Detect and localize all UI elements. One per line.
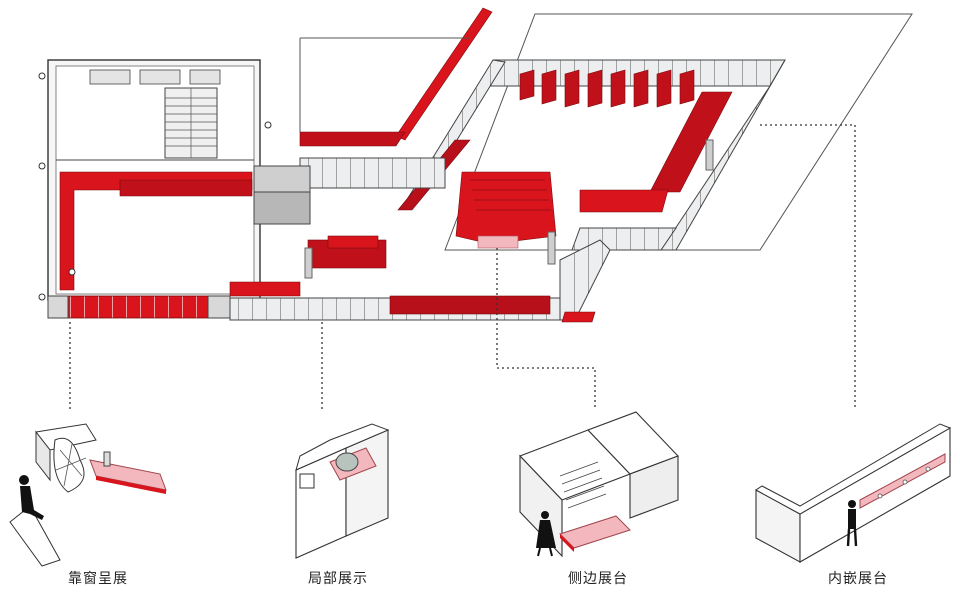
caption-side-display: 侧边展台 (568, 571, 628, 587)
red-window-facade (67, 295, 209, 319)
diagonal-red-strip (299, 7, 493, 147)
red-bottom-strip (229, 281, 301, 297)
caption-embedded-display: 内嵌展台 (828, 571, 888, 587)
person-icon (846, 500, 858, 547)
stairwell (164, 87, 218, 159)
leader-lines (69, 124, 856, 410)
vignette-side-display (519, 411, 679, 558)
glass-bridge (299, 59, 506, 211)
upper-red-wall-bottom (579, 189, 669, 213)
person-icon (19, 475, 44, 520)
vignette-window-display (9, 423, 167, 567)
central-red-stair (455, 171, 557, 245)
main-building (38, 59, 311, 319)
person-icon (536, 511, 556, 557)
caption-local-display: 局部展示 (308, 571, 368, 587)
red-vertical-fins (519, 69, 695, 108)
upper-railing-right (660, 59, 786, 251)
vignette-embedded-display (755, 423, 952, 563)
upper-red-wall-right (649, 91, 733, 193)
lower-corridor (229, 171, 611, 323)
top-windows (89, 69, 221, 85)
vignette-local-display (295, 423, 390, 559)
caption-window-display: 靠窗呈展 (68, 571, 128, 587)
column (705, 139, 714, 171)
